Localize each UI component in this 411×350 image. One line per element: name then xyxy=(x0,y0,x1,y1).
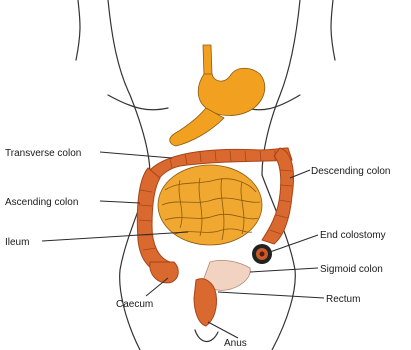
label-anus: Anus xyxy=(224,338,247,349)
label-rectum: Rectum xyxy=(326,294,360,305)
label-ascending-colon: Ascending colon xyxy=(5,197,78,208)
label-descending-colon: Descending colon xyxy=(311,166,391,177)
label-ileum: Ileum xyxy=(5,237,29,248)
stomach xyxy=(170,45,265,146)
label-caecum: Caecum xyxy=(116,299,153,310)
end-colostomy-stoma xyxy=(252,244,272,264)
label-transverse-colon: Transverse colon xyxy=(5,148,81,159)
label-end-colostomy: End colostomy xyxy=(320,230,386,241)
label-sigmoid-colon: Sigmoid colon xyxy=(320,264,383,275)
